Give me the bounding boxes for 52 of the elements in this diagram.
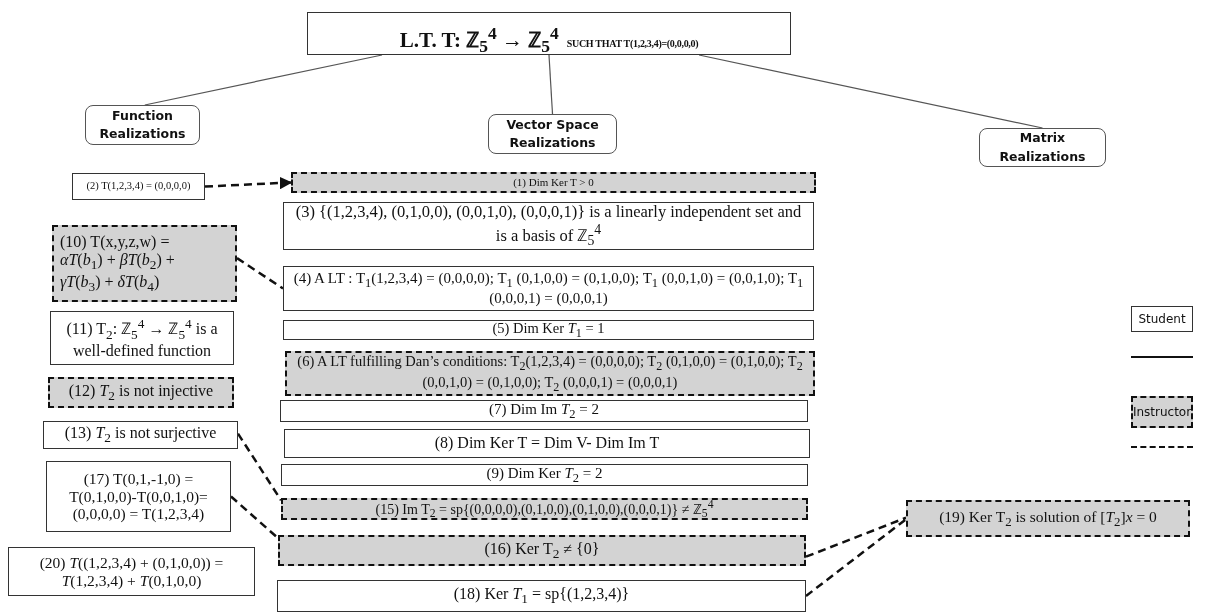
statement-text: (9) Dim Ker T$_{2}$ = 2 xyxy=(486,464,603,486)
instructor-statement-box xyxy=(906,500,1190,537)
instructor-statement-box xyxy=(52,225,237,302)
statement-text: (8) Dim Ker T = Dim V- Dim Im T xyxy=(434,434,660,453)
statement-text: (2) T(1,2,3,4) = (0,0,0,0) xyxy=(86,180,191,193)
statement-text: (18) Ker T$_{1}$ = sp{(1,2,3,4)} xyxy=(453,585,630,607)
statement-text: (10) T(x,y,z,w) = αT(b$_{1}$) + βT(b$_{2}$) + γT(b$_{3}$) + δT(b$_{4}$) xyxy=(60,232,176,295)
dashed-connector xyxy=(236,257,284,290)
statement-text: (4) A LT : T$_{1}$(1,2,3,4) = (0,0,0,0); T$_{1}$ (0,1,0,0) = (0,1,0,0); T$_{1}$ (0,0,1,0) = (0,0,1,0); T$_{1}$ (0,0,0,1) = (0,0,0,1) xyxy=(292,269,805,308)
instructor-statement-box xyxy=(48,377,234,408)
student-statement-box xyxy=(50,311,234,365)
statement-text: (19) Ker T$_{2}$ is solution of [T$_{2}$]x = 0 xyxy=(939,507,1157,530)
student-statement-box xyxy=(72,173,205,200)
category-box xyxy=(979,128,1106,167)
statement-text: (12) T$_{2}$ is not injective xyxy=(68,381,214,404)
category-label: Vector Space Realizations xyxy=(505,115,600,152)
statement-text: (7) Dim Im T$_{2}$ = 2 xyxy=(488,400,600,422)
student-statement-box xyxy=(284,429,810,458)
statement-text: (13) T$_{2}$ is not surjective xyxy=(64,424,217,446)
instructor-statement-box xyxy=(278,535,806,566)
student-statement-box xyxy=(283,320,814,340)
student-statement-box xyxy=(280,400,808,422)
instructor-statement-box xyxy=(291,172,816,193)
dashed-connector xyxy=(204,176,293,190)
statement-text: (1) Dim Ker T > 0 xyxy=(513,176,594,189)
statement-text: (17) T(0,1,-1,0) = T(0,1,0,0)-T(0,0,1,0)= (0,0,0,0) = T(1,2,3,4) xyxy=(68,469,209,524)
student-statement-box xyxy=(277,580,806,612)
student-statement-box xyxy=(283,266,814,311)
statement-text: (20) T((1,2,3,4) + (0,1,0,0)) = T(1,2,3,4) + T(0,1,0,0) xyxy=(38,553,225,590)
category-label: Function Realizations xyxy=(98,106,187,143)
statement-text: (6) A LT fulfilling Dan’s conditions: T$_{2}$(1,2,3,4) = (0,0,0,0); T$_{2}$ (0,1,0,0) = (0,1,0,0); T$_{2}$ (0,0,1,0) = (0,1,0,0); T$_{2}$ (0,0,0,1) = (0,0,0,1) xyxy=(296,352,804,395)
legend-label: Student xyxy=(1138,312,1186,326)
connector xyxy=(144,54,383,106)
legend-label: Instructor xyxy=(1132,405,1192,419)
connector xyxy=(548,54,554,115)
dashed-connector xyxy=(230,495,279,540)
statement-text: (5) Dim Ker T$_{1}$ = 1 xyxy=(492,319,605,341)
dashed-connector xyxy=(236,432,283,501)
student-statement-box xyxy=(281,464,808,486)
statement-text: (11) T$_{2}$: ℤ$_{5}$$^{4}$ → ℤ$_{5}$$^{4}$ is a well-defined function xyxy=(65,315,219,361)
category-box xyxy=(85,105,200,145)
student-statement-box xyxy=(43,421,238,449)
title-box xyxy=(307,12,791,55)
category-box xyxy=(488,114,617,154)
title-condition: SUCH THAT T(1,2,3,4)=(0,0,0,0) xyxy=(566,38,699,50)
student-statement-box xyxy=(8,547,255,596)
instructor-statement-box xyxy=(281,498,808,520)
statement-text: (16) Ker T$_{2}$ ≠ {0} xyxy=(484,539,600,562)
dashed-connector xyxy=(805,516,907,558)
category-label: Matrix Realizations xyxy=(998,129,1087,166)
student-statement-box xyxy=(46,461,231,532)
dashed-connector xyxy=(805,518,907,597)
